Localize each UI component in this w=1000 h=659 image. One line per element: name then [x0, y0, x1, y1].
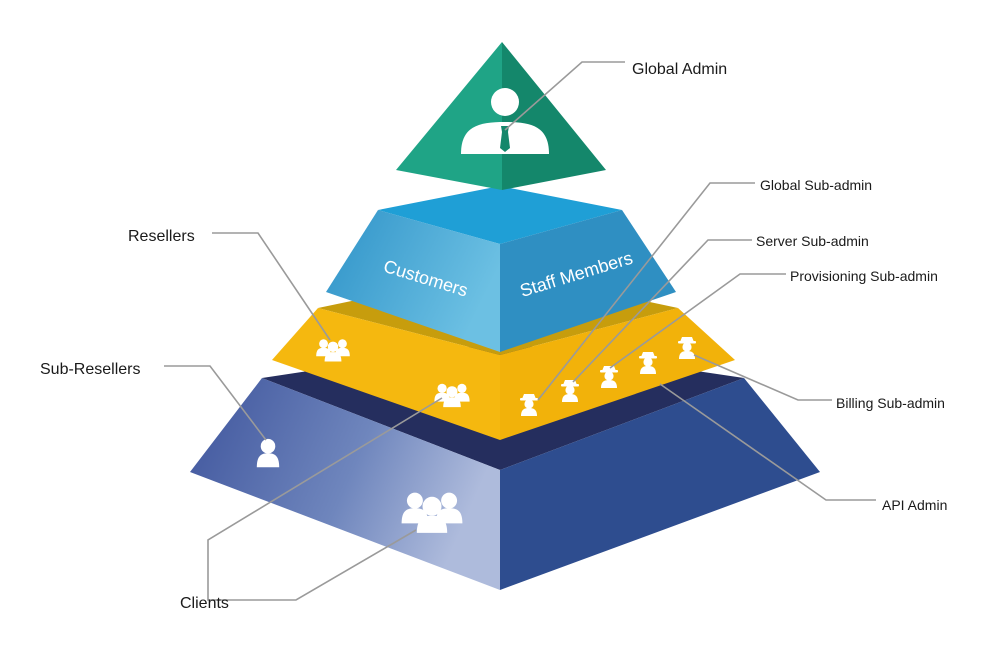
tier-third-right-face — [500, 308, 735, 440]
leader-server-sub-admin — [572, 239, 752, 383]
label-resellers: Resellers — [128, 228, 195, 245]
leader-billing-sub-admin — [693, 354, 832, 401]
leader-resellers — [212, 232, 331, 341]
tier-bottom-left-face — [190, 378, 500, 590]
label-global-sub-admin: Global Sub-admin — [760, 177, 872, 193]
tier-top — [396, 42, 606, 190]
tier-bottom-right-face — [500, 378, 820, 590]
tier-second-right-face — [500, 210, 676, 352]
leader-sub-resellers — [164, 365, 267, 441]
tier-top-right-face — [502, 42, 606, 190]
label-global-admin: Global Admin — [632, 61, 727, 78]
leader-clients-to-sub-resellers — [207, 397, 443, 601]
label-clients: Clients — [180, 595, 229, 612]
tier-second-top-face — [378, 186, 622, 244]
leader-clients — [250, 529, 417, 601]
tier-top-left-face — [396, 42, 502, 190]
label-api-admin: API Admin — [882, 497, 947, 513]
label-billing-sub-admin: Billing Sub-admin — [836, 395, 945, 411]
leader-global-sub-admin — [537, 182, 755, 401]
tier-second-left-face — [326, 210, 500, 352]
leader-provisioning-sub-admin — [609, 273, 786, 369]
admin-user-icon — [461, 88, 549, 154]
label-server-sub-admin: Server Sub-admin — [756, 233, 869, 249]
label-sub-resellers: Sub-Resellers — [40, 361, 140, 378]
leader-api-admin — [659, 383, 876, 501]
leader-global-admin — [504, 61, 625, 131]
label-provisioning-sub-admin: Provisioning Sub-admin — [790, 268, 938, 284]
tier-second: Customers Staff Members — [326, 186, 676, 352]
tier-third-left-face — [272, 308, 500, 440]
leader-lines — [164, 61, 876, 601]
